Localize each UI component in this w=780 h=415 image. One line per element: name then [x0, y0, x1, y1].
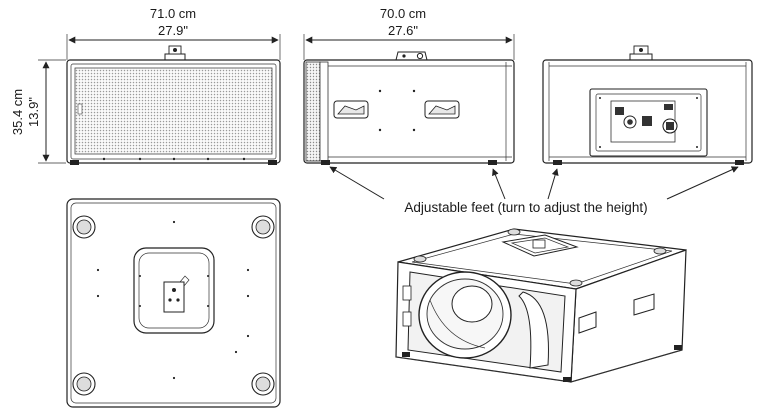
height-dimension: 35.4 cm 13.9" — [10, 59, 66, 164]
foot — [321, 160, 330, 165]
foot — [553, 160, 562, 165]
side-view — [303, 51, 515, 165]
callout-label: Adjustable feet (turn to adjust the heig… — [404, 200, 647, 215]
foot — [72, 372, 96, 396]
foot — [268, 160, 277, 165]
front-grille — [74, 67, 273, 155]
depth-in-label: 27.6" — [388, 23, 418, 38]
foot — [735, 160, 744, 165]
side-handle — [424, 100, 460, 119]
isometric-view — [395, 228, 687, 383]
depth-dimension: 70.0 cm 27.6" — [303, 6, 515, 60]
woofer — [418, 271, 512, 359]
side-handle — [333, 100, 369, 119]
width-cm-label: 71.0 cm — [150, 6, 196, 21]
foot — [251, 215, 275, 239]
rear-view — [542, 45, 753, 165]
foot — [70, 160, 79, 165]
foot — [251, 372, 275, 396]
height-cm-label: 35.4 cm — [10, 89, 25, 135]
foot — [72, 215, 96, 239]
adjustable-feet-callout: Adjustable feet (turn to adjust the heig… — [329, 166, 739, 215]
width-dimension: 71.0 cm 27.9" — [66, 6, 281, 60]
depth-cm-label: 70.0 cm — [380, 6, 426, 21]
side-handle — [578, 311, 597, 334]
height-in-label: 13.9" — [26, 97, 41, 127]
bottom-view — [66, 198, 281, 408]
side-handle — [633, 293, 655, 316]
front-view — [66, 45, 281, 165]
width-in-label: 27.9" — [158, 23, 188, 38]
foot — [488, 160, 497, 165]
